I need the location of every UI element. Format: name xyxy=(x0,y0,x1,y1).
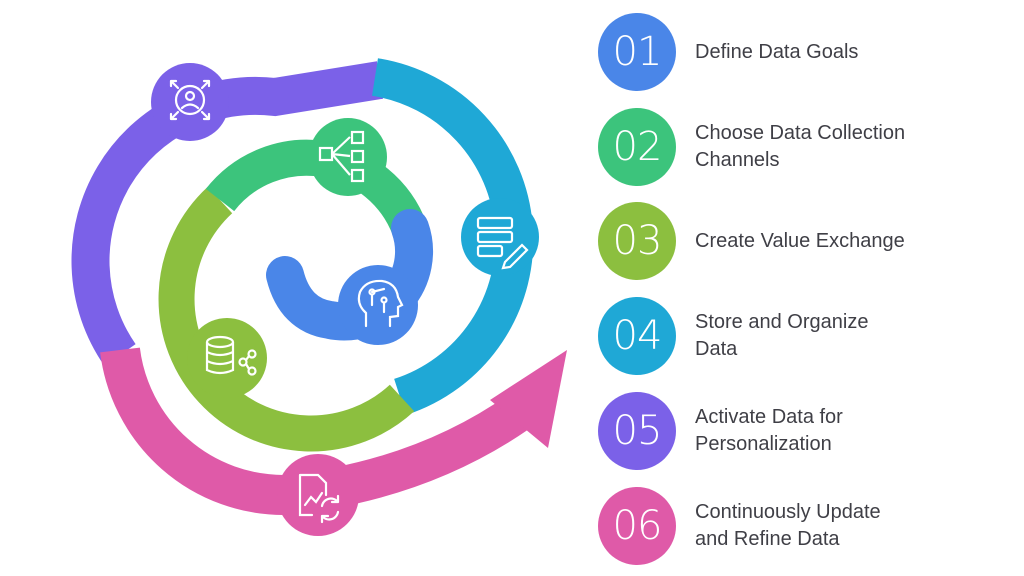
step-04: 04 Store and Organize Data xyxy=(598,296,1018,376)
step-number-badge: 05 xyxy=(598,392,676,470)
step-label: Create Value Exchange xyxy=(695,229,905,252)
database-share-icon xyxy=(205,335,257,376)
spiral-diagram xyxy=(71,58,567,536)
step-label: Store and Organize Data xyxy=(695,311,869,360)
step-number-badge: 04 xyxy=(598,297,676,375)
icon-circle-ai-head xyxy=(338,265,418,345)
workflow-icon xyxy=(318,130,365,183)
user-network-icon xyxy=(169,79,211,121)
icon-circle-database-edit xyxy=(461,198,539,276)
step-number-badge: 02 xyxy=(598,108,676,186)
ai-head-icon xyxy=(357,279,404,328)
segment-pink xyxy=(100,347,548,516)
step-06: 06 Continuously Update and Refine Data xyxy=(598,486,1018,566)
icon-circle-user-network xyxy=(151,63,229,141)
step-number-badge: 03 xyxy=(598,202,676,280)
step-label: Choose Data Collection Channels xyxy=(695,122,906,171)
icon-circle-workflow xyxy=(309,118,387,196)
step-label: Activate Data for Personalization xyxy=(695,406,843,455)
document-chart-refresh-icon xyxy=(298,473,340,524)
step-number-badge: 01 xyxy=(598,13,676,91)
icon-circle-database-share xyxy=(187,318,267,398)
step-02: 02 Choose Data Collection Channels xyxy=(598,107,1018,187)
step-label: Define Data Goals xyxy=(695,40,859,63)
icon-circle-document-chart xyxy=(277,454,359,536)
arrow-head xyxy=(490,350,567,448)
steps-list: 01 Define Data Goals 02 Choose Data Coll… xyxy=(598,0,1018,576)
step-label: Continuously Update and Refine Data xyxy=(695,501,881,550)
step-03: 03 Create Value Exchange xyxy=(598,201,1018,281)
step-number-badge: 06 xyxy=(598,487,676,565)
database-edit-icon xyxy=(476,216,529,270)
step-01: 01 Define Data Goals xyxy=(598,12,1018,92)
step-05: 05 Activate Data for Personalization xyxy=(598,391,1018,471)
